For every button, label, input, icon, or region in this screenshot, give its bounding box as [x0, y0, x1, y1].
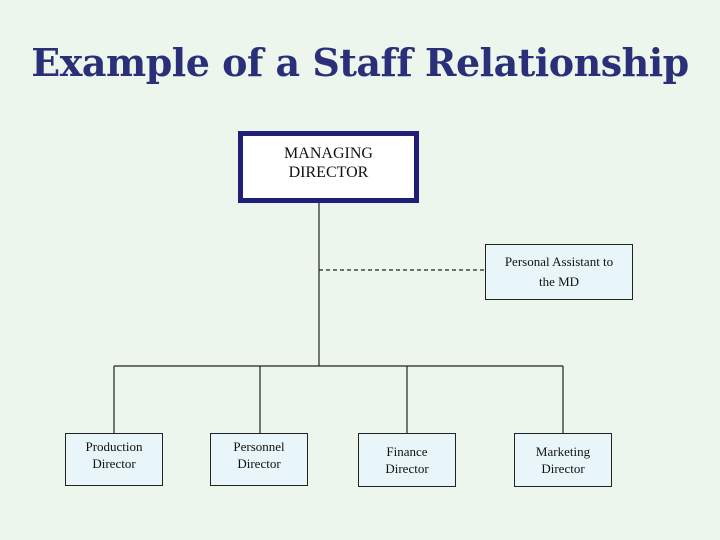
marketing-director-label: Marketing Director — [535, 444, 591, 476]
slide-title: Example of a Staff Relationship — [31, 40, 689, 85]
personal-assistant-label: Personal Assistant to the MD — [504, 254, 614, 289]
finance-director-label: Finance Director — [385, 444, 429, 476]
personnel-director-label: Personnel Director — [233, 439, 285, 471]
personal-assistant-box: Personal Assistant to the MD — [485, 244, 633, 300]
finance-director-box: Finance Director — [358, 433, 456, 487]
production-director-box: Production Director — [65, 433, 163, 486]
production-director-label: Production Director — [85, 439, 143, 471]
personnel-director-box: Personnel Director — [210, 433, 308, 486]
managing-director-box: MANAGING DIRECTOR — [238, 131, 419, 203]
managing-director-label: MANAGING DIRECTOR — [284, 145, 373, 181]
marketing-director-box: Marketing Director — [514, 433, 612, 487]
